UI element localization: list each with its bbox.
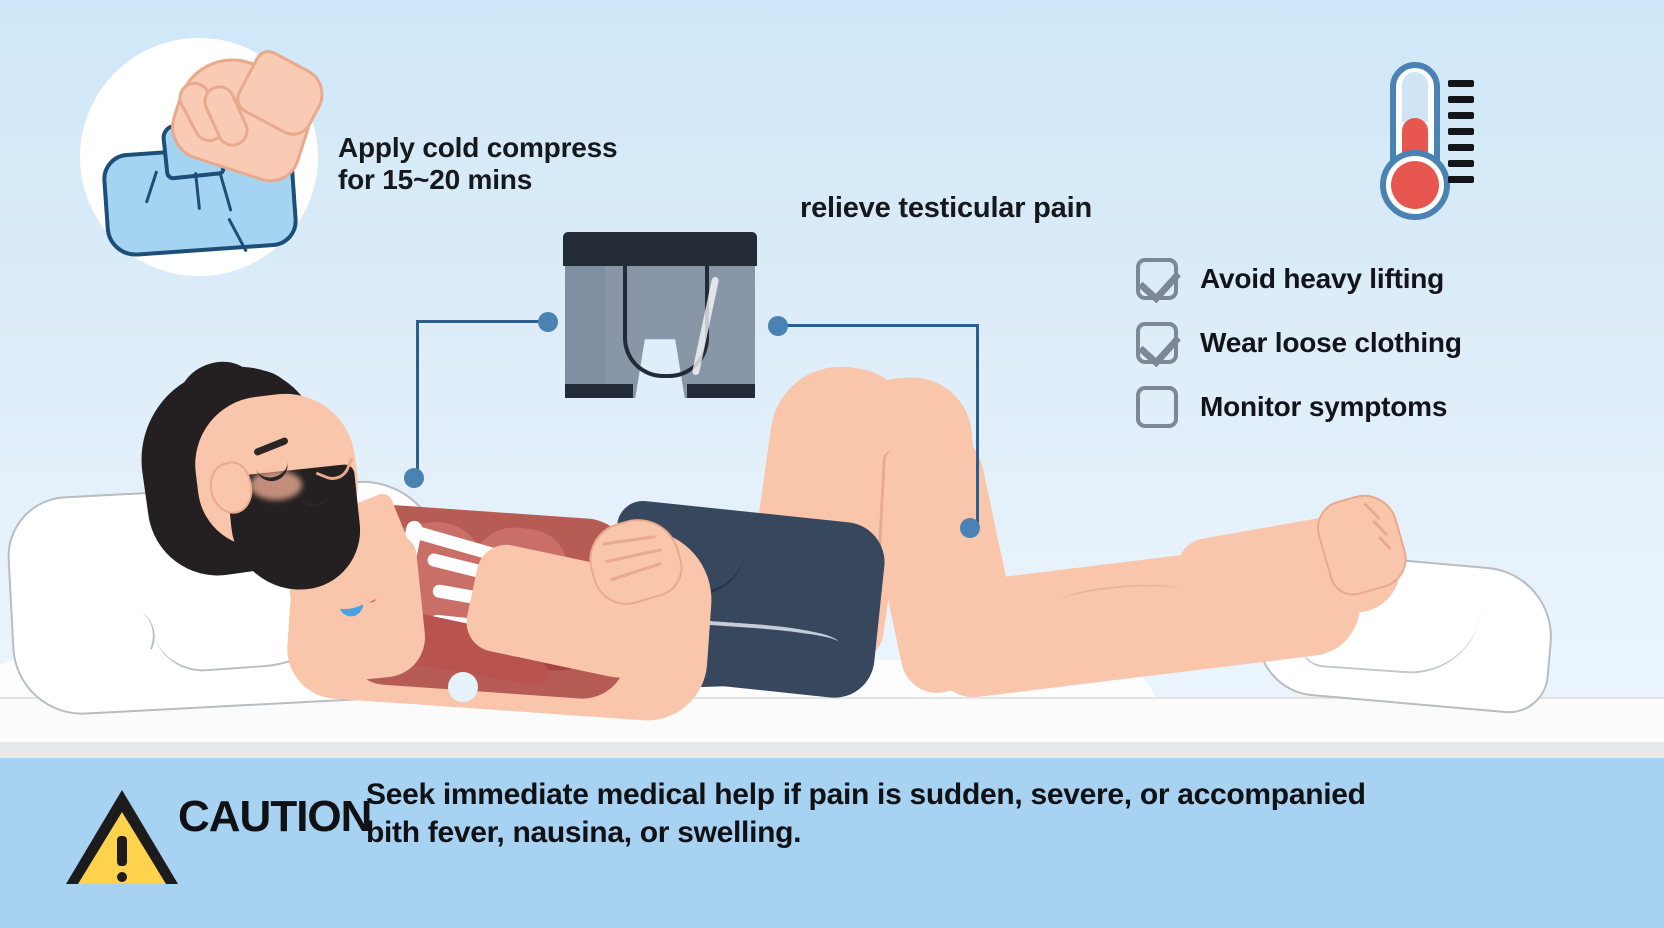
page-title: relieve testicular pain — [800, 192, 1092, 224]
cold-compress-line-2: for 15~20 mins — [338, 163, 533, 195]
connector-line-left-vertical — [416, 320, 419, 478]
boxer-hem-right — [687, 384, 755, 398]
boxer-shading — [565, 258, 605, 398]
warning-exclamation-bar — [117, 836, 127, 866]
checklist-item-monitor-symptoms[interactable]: Monitor symptoms — [1136, 386, 1596, 428]
thermometer-tick-4 — [1448, 128, 1474, 135]
thermometer-mercury-bulb — [1391, 161, 1439, 209]
caution-banner — [0, 758, 1664, 928]
boxer-waistband — [563, 232, 757, 266]
caution-label: CAUTION — [178, 792, 372, 841]
caution-message-line-1: Seek immediate medical help if pain is s… — [366, 778, 1366, 811]
checklist-item-wear-loose-clothing[interactable]: Wear loose clothing — [1136, 322, 1596, 368]
thermometer-tick-6 — [1448, 160, 1474, 167]
connector-line-right-horizontal — [782, 324, 978, 327]
thermometer-tick-7 — [1448, 176, 1474, 183]
checkmark-icon — [1137, 323, 1182, 368]
thermometer-tick-5 — [1448, 144, 1474, 151]
warning-exclamation-dot — [117, 872, 127, 882]
patient-illustration — [129, 350, 1414, 725]
boxer-hem-left — [565, 384, 633, 398]
connector-line-left-horizontal — [418, 320, 550, 323]
caution-message: Seek immediate medical help if pain is s… — [366, 776, 1466, 853]
checkbox-checked-icon[interactable] — [1136, 322, 1182, 368]
cheek-blush — [250, 470, 302, 500]
checklist-item-avoid-heavy-lifting[interactable]: Avoid heavy lifting — [1136, 258, 1596, 304]
boxer-briefs-icon — [560, 232, 760, 402]
checkbox-checked-icon[interactable] — [1136, 258, 1182, 304]
checklist-label-1: Avoid heavy lifting — [1200, 263, 1445, 294]
checklist-label-3: Monitor symptoms — [1200, 391, 1448, 422]
thermometer-tube-empty — [1402, 72, 1428, 122]
connector-dot-groin — [960, 518, 980, 538]
caution-message-line-2: bith fever, nausina, or swelling. — [366, 816, 802, 850]
connector-dot-abdomen — [404, 468, 424, 488]
thermometer-tick-3 — [1448, 112, 1474, 119]
cold-compress-label: Apply cold compress for 15~20 mins — [338, 132, 668, 196]
connector-dot-underwear-left — [538, 312, 558, 332]
care-checklist: Avoid heavy lifting Wear loose clothing … — [1136, 258, 1596, 450]
checkbox-empty-icon[interactable] — [1136, 386, 1178, 428]
thermometer-tick-2 — [1448, 96, 1474, 103]
thermometer-tick-1 — [1448, 80, 1474, 87]
connector-line-right-vertical — [976, 324, 979, 528]
connector-dot-underwear-right — [768, 316, 788, 336]
cold-compress-line-1: Apply cold compress — [338, 132, 618, 163]
mattress-shadow — [0, 742, 1664, 758]
checkmark-icon — [1137, 259, 1182, 304]
thermometer-icon — [1380, 62, 1500, 227]
hip-joint-right — [448, 672, 478, 702]
checklist-label-2: Wear loose clothing — [1200, 327, 1462, 358]
